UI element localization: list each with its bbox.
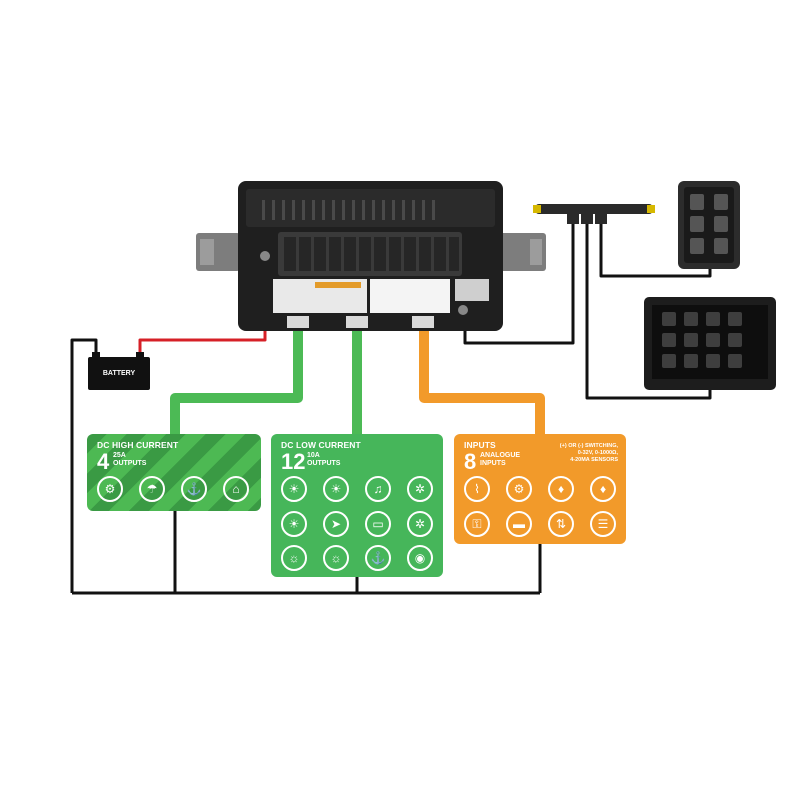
digital-switching-display	[644, 297, 776, 390]
light-icon: ☀	[323, 476, 349, 502]
output-kind: OUTPUTS	[307, 460, 341, 467]
fan-icon: ✲	[407, 511, 433, 537]
output-rating: 25A	[113, 452, 126, 459]
input-rating: ANALOGUE	[480, 452, 521, 459]
switch-panel-icon: ☰	[590, 511, 616, 537]
output-count: 4	[97, 449, 110, 474]
temperature-icon: ⌇	[464, 476, 490, 502]
bilge-pump-icon: ⚙	[97, 476, 123, 502]
input-count: 8	[464, 449, 477, 474]
horn-icon: ♫	[365, 476, 391, 502]
output-kind: OUTPUTS	[113, 460, 147, 467]
hi-current-harness	[170, 325, 303, 434]
input-note-line: (+) OR (-) SWITCHING,	[559, 443, 618, 449]
input-note: (+) OR (-) SWITCHING, 0-32V, 0-1000Ω, 4-…	[560, 443, 618, 464]
anchor-icon: ⚓	[365, 545, 391, 571]
panel-title: DC LOW CURRENT	[281, 440, 361, 450]
dc-high-current-panel: DC HIGH CURRENT 4 25A OUTPUTS ⚙ ☂ ⚓ ⌂	[87, 434, 261, 511]
light-icon: ☀	[281, 511, 307, 537]
network-cable-keypad	[599, 222, 712, 278]
trim-tab-icon: ⌂	[223, 476, 249, 502]
ground-bus-wire	[70, 338, 540, 595]
switch-keypad	[678, 181, 740, 269]
panel-title: DC HIGH CURRENT	[97, 440, 179, 450]
input-note-line: 0-32V, 0-1000Ω,	[577, 450, 618, 456]
display-icon: ▭	[365, 511, 391, 537]
network-t-connector	[533, 204, 655, 224]
washdown-pump-icon: ☂	[139, 476, 165, 502]
battery: BATTERY	[88, 357, 150, 390]
deck-light-icon: ☼	[323, 545, 349, 571]
dc-low-current-panel: DC LOW CURRENT 12 10A OUTPUTS ☀ ☀ ♫ ✲ ☀ …	[271, 434, 443, 577]
water-level-icon: ♦	[548, 476, 574, 502]
battery-negative-terminal	[92, 352, 100, 358]
light-icon: ☀	[281, 476, 307, 502]
network-cable-display	[585, 222, 712, 400]
output-rating: 10A	[307, 452, 320, 459]
fuel-level-icon: ♦	[590, 476, 616, 502]
bait-tank-icon: ◉	[407, 545, 433, 571]
input-kind: INPUTS	[480, 460, 506, 467]
nav-light-icon: ☼	[281, 545, 307, 571]
switch-icon: ⇅	[548, 511, 574, 537]
input-note-line: 4-20MA SENSORS	[570, 457, 618, 463]
battery-sensor-icon: ▬	[506, 511, 532, 537]
pointer-light-icon: ➤	[323, 511, 349, 537]
power-controller-unit	[196, 181, 546, 331]
inputs-harness	[419, 325, 545, 434]
fan-icon: ✲	[407, 476, 433, 502]
panel-title: INPUTS	[464, 440, 496, 450]
output-count: 12	[281, 449, 306, 474]
lock-icon: ⚿	[464, 511, 490, 537]
windlass-icon: ⚓	[181, 476, 207, 502]
inputs-panel: INPUTS 8 ANALOGUE INPUTS (+) OR (-) SWIT…	[454, 434, 626, 544]
battery-positive-terminal	[136, 352, 144, 358]
battery-label: BATTERY	[102, 370, 136, 377]
gear-sensor-icon: ⚙	[506, 476, 532, 502]
